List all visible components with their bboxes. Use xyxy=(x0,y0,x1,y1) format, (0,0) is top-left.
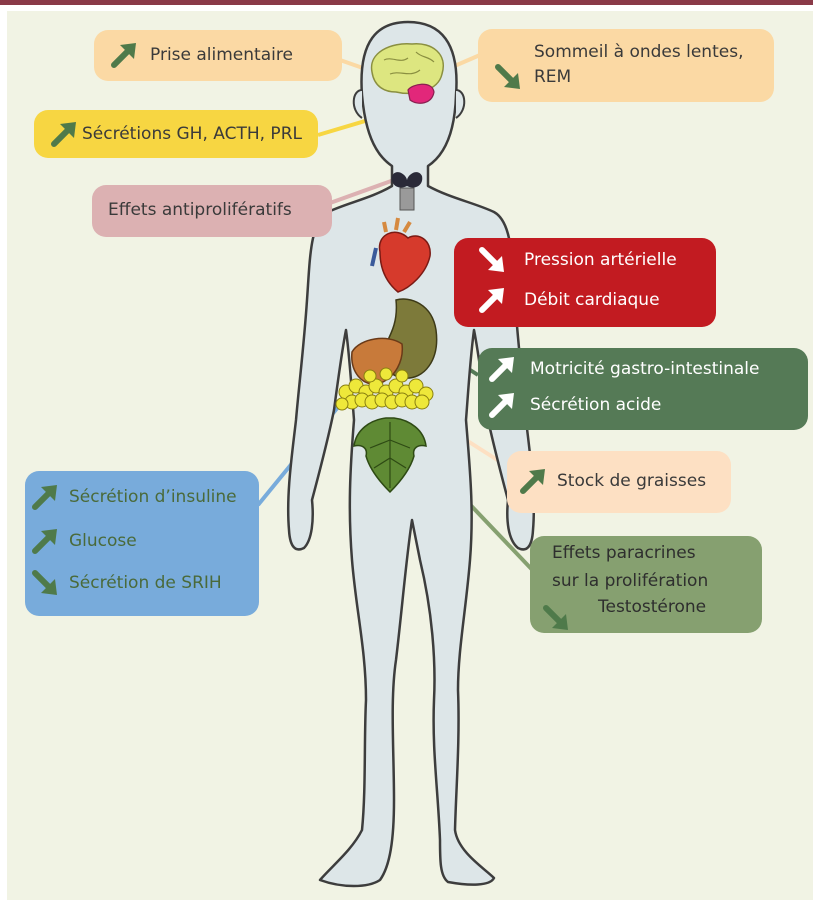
antiproliferative-item: Effets antiprolifératifs xyxy=(108,198,292,223)
food-intake-text: Prise alimentaire xyxy=(150,43,293,68)
increase-arrow-icon xyxy=(31,527,59,555)
decrease-arrow-icon xyxy=(31,569,59,597)
food-intake-box: Prise alimentaire xyxy=(94,30,342,81)
fat-storage-item: Stock de graisses xyxy=(519,467,706,495)
trachea xyxy=(400,188,414,210)
paracrine-box: Effets paracrines sur la prolifération T… xyxy=(530,536,762,633)
srih-text: Sécrétion de SRIH xyxy=(69,571,222,596)
secretions-item: Sécrétions GH, ACTH, PRL xyxy=(50,120,302,148)
sleep-item: Sommeil à ondes lentes, REM xyxy=(494,39,743,91)
decrease-arrow-icon xyxy=(494,63,522,91)
fat-storage-text: Stock de graisses xyxy=(557,469,706,494)
sleep-text-line-2: REM xyxy=(534,67,571,87)
increase-arrow-icon xyxy=(519,467,547,495)
increase-arrow-icon xyxy=(110,41,138,69)
acid-secretion-text: Sécrétion acide xyxy=(530,393,661,418)
sleep-text-line-1: Sommeil à ondes lentes, xyxy=(534,42,743,62)
testosterone-text: Testostérone xyxy=(598,595,706,620)
pancreas-item-glucose: Glucose xyxy=(31,527,137,555)
gastro-item-motility: Motricité gastro-intestinale xyxy=(488,355,759,383)
paracrine-line-2: sur la prolifération xyxy=(552,569,708,594)
decrease-arrow-icon xyxy=(542,604,570,632)
blood-pressure-text: Pression artérielle xyxy=(524,248,677,273)
motility-text: Motricité gastro-intestinale xyxy=(530,357,759,382)
antiproliferative-text: Effets antiprolifératifs xyxy=(108,198,292,223)
increase-arrow-icon xyxy=(478,286,506,314)
pancreas-item-insulin: Sécrétion d’insuline xyxy=(31,483,237,511)
paracrine-text-line-2: sur la prolifération xyxy=(552,569,708,594)
fat-storage-box: Stock de graisses xyxy=(507,451,731,513)
paracrine-text-line-1: Effets paracrines xyxy=(552,541,696,566)
cardio-item-blood-pressure: Pression artérielle xyxy=(478,246,677,274)
insulin-text: Sécrétion d’insuline xyxy=(69,485,237,510)
decrease-arrow-icon xyxy=(478,246,506,274)
cerebellum xyxy=(408,84,434,103)
food-intake-item: Prise alimentaire xyxy=(110,41,293,69)
gastro-box: Motricité gastro-intestinale Sécrétion a… xyxy=(478,348,808,430)
pancreas-box: Sécrétion d’insuline Glucose Sécrétion d… xyxy=(25,471,259,616)
paracrine-line-1: Effets paracrines xyxy=(552,541,696,566)
cardio-item-cardiac-output: Débit cardiaque xyxy=(478,286,660,314)
paracrine-item-testosterone: Testostérone xyxy=(542,594,706,632)
increase-arrow-icon xyxy=(31,483,59,511)
brain xyxy=(372,44,444,94)
left-ear xyxy=(354,90,362,118)
antiproliferative-box: Effets antiprolifératifs xyxy=(92,185,332,237)
cardiac-output-text: Débit cardiaque xyxy=(524,288,660,313)
pancreas-item-srih: Sécrétion de SRIH xyxy=(31,569,222,597)
cardio-box: Pression artérielle Débit cardiaque xyxy=(454,238,716,327)
secretions-text: Sécrétions GH, ACTH, PRL xyxy=(82,122,302,147)
increase-arrow-icon xyxy=(488,391,516,419)
increase-arrow-icon xyxy=(50,120,78,148)
right-ear xyxy=(456,90,464,118)
glucose-text: Glucose xyxy=(69,529,137,554)
gastro-item-acid: Sécrétion acide xyxy=(488,391,661,419)
increase-arrow-icon xyxy=(488,355,516,383)
secretions-box: Sécrétions GH, ACTH, PRL xyxy=(34,110,318,158)
sleep-box: Sommeil à ondes lentes, REM xyxy=(478,29,774,102)
